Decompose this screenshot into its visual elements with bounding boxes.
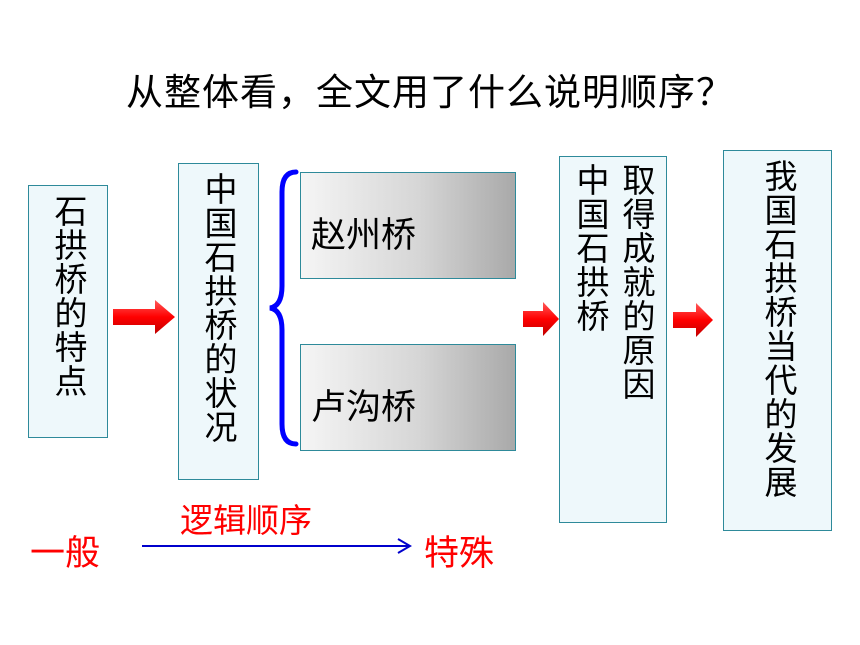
box-achievement-reasons: 取得成就的原因 中国石拱桥 [559,156,667,523]
brace-icon [269,169,299,447]
box-achievement-reasons-label: 中国石拱桥 [571,163,610,333]
box-zhaozhou-bridge-label: 赵州桥 [311,216,417,256]
arrow-line-icon [142,538,412,554]
box-lugou-bridge-label: 卢沟桥 [311,388,417,428]
box-modern-development-label: 我国石拱桥当代的发展 [759,159,798,499]
box-chinese-arch-status: 中国石拱桥的状况 [178,163,259,480]
arrow-right-icon [673,303,713,337]
arrow-right-icon [113,300,175,334]
box-chinese-arch-status-label: 中国石拱桥的状况 [199,172,238,444]
logical-order-label: 逻辑顺序 [180,501,312,540]
box-zhaozhou-bridge: 赵州桥 [300,172,516,279]
page-title: 从整体看，全文用了什么说明顺序？ [126,71,734,114]
general-label: 一般 [30,534,101,574]
box-stone-arch-features: 石拱桥的特点 [28,185,108,438]
box-achievement-reasons-label: 取得成就的原因 [617,163,656,401]
box-lugou-bridge: 卢沟桥 [300,344,516,451]
arrow-right-icon [523,302,559,336]
box-stone-arch-features-label: 石拱桥的特点 [49,194,88,398]
box-modern-development: 我国石拱桥当代的发展 [723,150,832,531]
special-label: 特殊 [424,534,495,574]
